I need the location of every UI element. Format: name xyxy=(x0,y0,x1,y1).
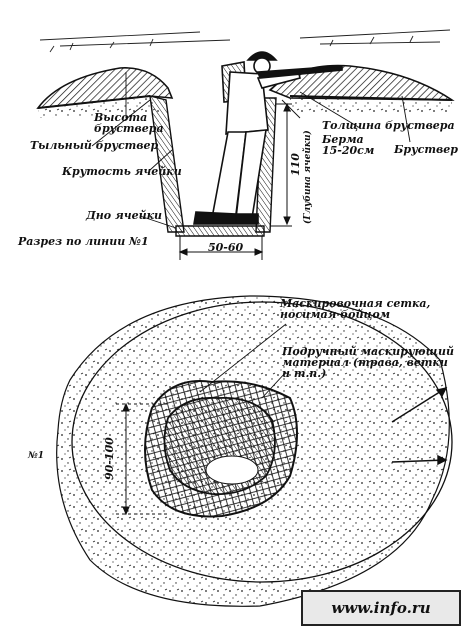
section-leader-lines xyxy=(91,72,411,229)
width-dimension xyxy=(178,236,264,260)
rear-parapet-label: Тыльный бруствер xyxy=(30,139,159,152)
trench-bottom xyxy=(175,225,265,237)
berm-label: Берма 15-20см xyxy=(322,133,375,157)
plan-view xyxy=(56,295,453,607)
plan-leader-lines xyxy=(199,323,287,399)
cell-bottom-label: Дно ячейки xyxy=(86,209,163,222)
helmet xyxy=(246,51,278,61)
diameter-value: 90-100 xyxy=(103,437,116,480)
pit-floor xyxy=(205,455,259,485)
parapet-thickness-label: Толщина бруствера xyxy=(322,119,455,132)
watermark-text: www.info.ru xyxy=(331,599,431,617)
section-caption: Разрез по линии №1 xyxy=(18,235,149,248)
depth-dimension xyxy=(270,102,292,227)
parapet-height-label: Высота бруствера xyxy=(94,111,164,135)
soldier-torso xyxy=(225,71,269,135)
improvised-material-label: Подручный маскирующий материал (трава, в… xyxy=(282,345,455,380)
soldier-figure xyxy=(193,51,343,225)
section-view xyxy=(36,29,455,260)
depth-value: 110 xyxy=(289,153,302,176)
rifle xyxy=(256,65,343,79)
background-grass xyxy=(39,29,451,53)
cell-steepness-label: Крутость ячейки xyxy=(62,165,182,178)
boots xyxy=(193,211,259,225)
line-marker-arrows xyxy=(391,386,448,466)
cell-depth-label: (Глубина ячейки) xyxy=(303,130,313,224)
width-value: 50-60 xyxy=(208,241,244,254)
parapet-label: Бруствер xyxy=(394,143,458,156)
soil-layer xyxy=(38,98,452,118)
watermark-box: www.info.ru xyxy=(301,590,461,626)
clearing-ellipse xyxy=(71,301,453,583)
diameter-dimension xyxy=(116,402,168,516)
camo-net-label: Маскировочная сетка, носимая бойцом xyxy=(280,297,431,321)
line-marker-label: №1 xyxy=(28,451,45,461)
rear-parapet xyxy=(36,67,174,109)
